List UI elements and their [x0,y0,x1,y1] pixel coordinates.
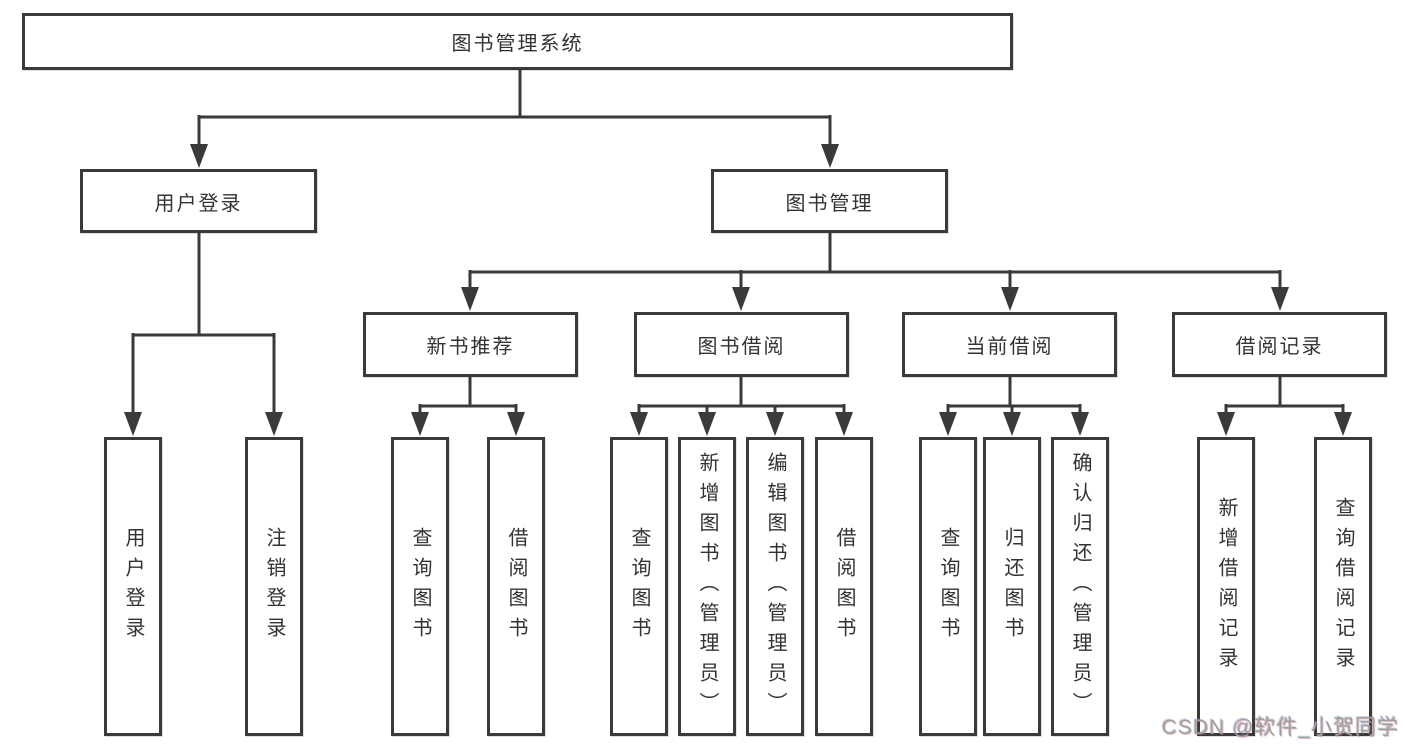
node-root-library-system: 图书管理系统 [22,13,1013,70]
leaf-label: 查询图书 [628,526,650,647]
leaf-label: 确认归还（管理员） [1069,451,1091,722]
node-user-login: 用户登录 [80,169,317,233]
leaf-confirm-return-admin: 确认归还（管理员） [1051,437,1109,736]
leaf-add-book-admin: 新增图书（管理员） [678,437,736,736]
leaf-label: 新增图书（管理员） [696,451,718,722]
csdn-watermark: CSDN @软件_小贺同学 [1161,716,1399,739]
leaf-return-book: 归还图书 [983,437,1041,736]
leaf-recommend-query-book: 查询图书 [391,437,449,736]
leaf-label: 归还图书 [1001,526,1023,647]
leaf-label: 借阅图书 [833,526,855,647]
leaf-logout-login: 注销登录 [245,437,303,736]
leaf-borrow-borrow-book: 借阅图书 [815,437,873,736]
arrowheads [124,144,1352,436]
leaf-label: 注销登录 [263,526,285,647]
node-new-book-recommend: 新书推荐 [363,312,578,377]
leaf-recommend-borrow-book: 借阅图书 [487,437,545,736]
node-current-borrow: 当前借阅 [902,312,1117,377]
leaf-label: 借阅图书 [505,526,527,647]
leaf-label: 新增借阅记录 [1215,496,1237,677]
leaf-label: 编辑图书（管理员） [764,451,786,722]
leaf-current-query-book: 查询图书 [919,437,977,736]
leaf-user-login: 用户登录 [104,437,162,736]
node-book-management: 图书管理 [711,169,948,233]
leaf-edit-book-admin: 编辑图书（管理员） [746,437,804,736]
leaf-add-borrow-record: 新增借阅记录 [1197,437,1255,736]
leaf-label: 查询借阅记录 [1332,496,1354,677]
leaf-label: 查询图书 [409,526,431,647]
leaf-label: 用户登录 [122,526,144,647]
node-book-borrow: 图书借阅 [634,312,849,377]
leaf-borrow-query-book: 查询图书 [610,437,668,736]
node-borrow-records: 借阅记录 [1172,312,1387,377]
leaf-label: 查询图书 [937,526,959,647]
leaf-query-borrow-record: 查询借阅记录 [1314,437,1372,736]
